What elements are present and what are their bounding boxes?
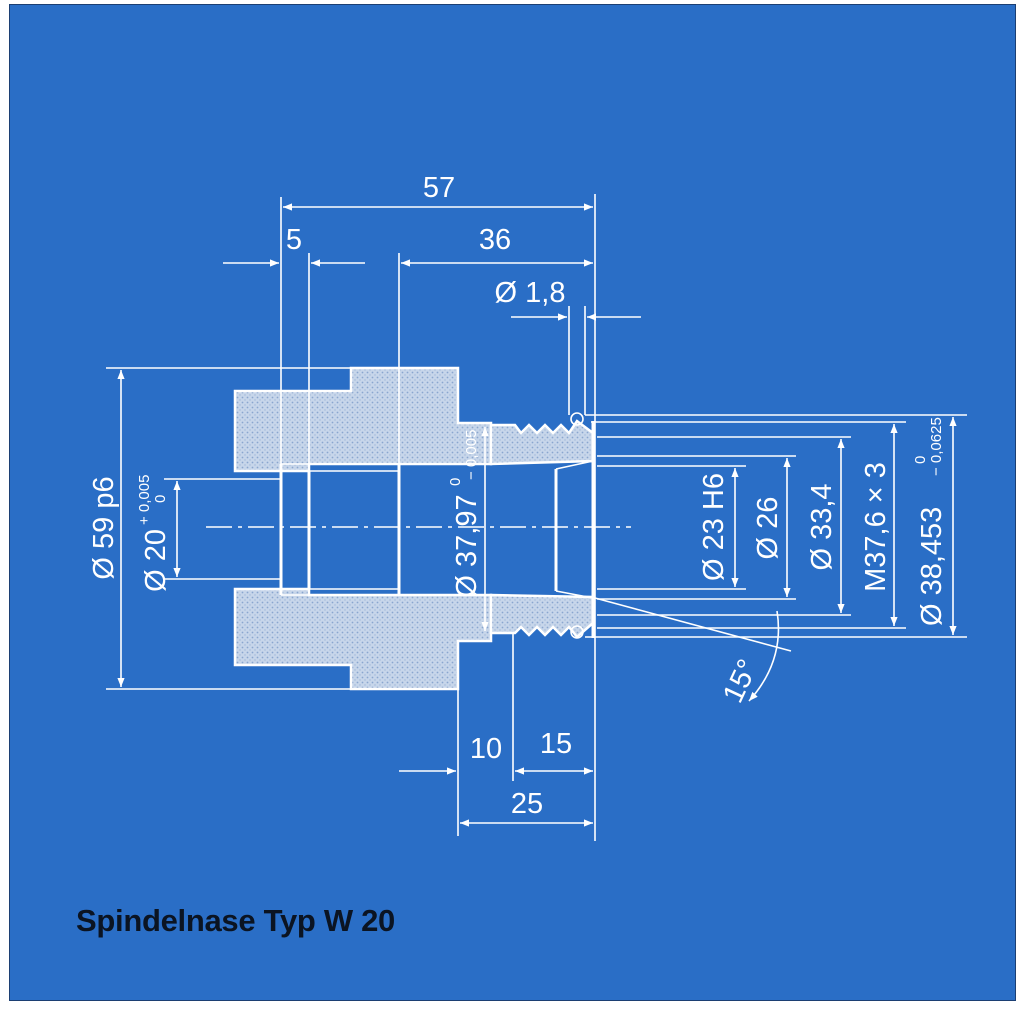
lower-thread-section [489, 593, 595, 639]
dim-26: Ø 26 [752, 497, 784, 560]
drawing-caption: Spindelnase Typ W 20 [76, 903, 396, 938]
drawing-panel: 57 5 36 Ø 1,8 10 15 25 Ø 59 p6 Ø 20 + 0,… [9, 4, 1016, 1001]
dim-38-453-value: Ø 38,453 [916, 507, 948, 626]
spindle-nose-drawing: 57 5 36 Ø 1,8 10 15 25 Ø 59 p6 Ø 20 + 0,… [88, 172, 967, 841]
upper-section [233, 366, 493, 473]
lower-section [233, 587, 493, 691]
dim-bore-20: Ø 20 + 0,005 0 [136, 475, 172, 592]
dim-38-453-lower-tol: − 0,0625 [928, 417, 945, 476]
thread-relief-top [570, 412, 584, 426]
bore-outline [279, 421, 595, 638]
dimension-lines [117, 203, 957, 827]
dim-10: 10 [470, 733, 502, 765]
dim-pilot-value: Ø 37,97 [451, 494, 483, 597]
dim-5: 5 [286, 224, 302, 256]
dim-23-h6: Ø 23 H6 [698, 473, 730, 581]
thread-relief-bottom [570, 625, 584, 639]
dim-33-4: Ø 33,4 [806, 483, 838, 570]
dim-bore-20-value: Ø 20 [140, 529, 172, 592]
dim-59-p6: Ø 59 p6 [88, 476, 120, 579]
dim-angle-15: 15° [717, 655, 765, 708]
dim-38-453-upper-tol: 0 [912, 456, 929, 464]
dim-pilot-upper-tol: 0 [447, 478, 464, 486]
upper-thread-section [489, 419, 595, 466]
dim-25: 25 [511, 788, 543, 820]
dim-bore-20-upper-tol: + 0,005 [136, 475, 153, 525]
extension-lines [106, 194, 967, 841]
dim-36: 36 [479, 224, 511, 256]
dim-pilot-lower-tol: − 0,005 [463, 430, 480, 480]
dim-bore-20-lower-tol: 0 [152, 495, 169, 503]
dim-hole-1-8: Ø 1,8 [495, 277, 566, 309]
dim-15: 15 [540, 728, 572, 760]
dim-57: 57 [423, 172, 455, 204]
dim-thread-m37-6: M37,6 × 3 [860, 462, 892, 592]
dim-pilot-37-97: Ø 37,97 0 − 0,005 [447, 430, 483, 598]
dim-38-453: Ø 38,453 0 − 0,0625 [912, 417, 948, 626]
